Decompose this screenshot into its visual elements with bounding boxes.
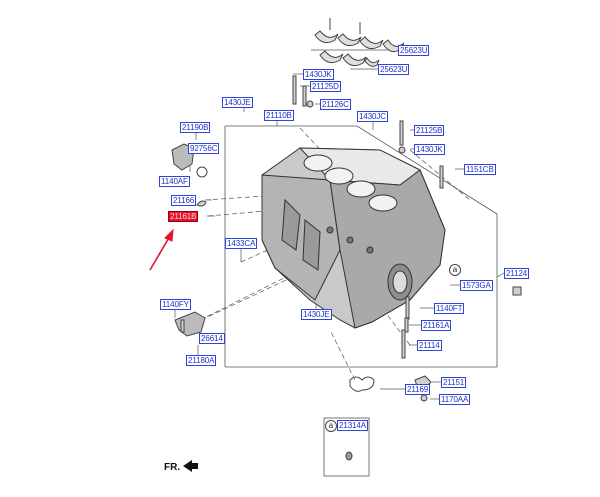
label-21161a[interactable]: 21161A xyxy=(421,320,452,331)
fr-arrow xyxy=(183,460,198,472)
label-26614[interactable]: 26614 xyxy=(199,333,225,344)
label-1140fy[interactable]: 1140FY xyxy=(160,299,191,310)
label-21114[interactable]: 21114 xyxy=(417,340,442,351)
detail-box xyxy=(323,417,370,477)
label-1151cb[interactable]: 1151CB xyxy=(464,164,496,175)
label-1430jk-top[interactable]: 1430JK xyxy=(303,69,334,80)
label-92756c[interactable]: 92756C xyxy=(188,143,220,154)
label-1430jk[interactable]: 1430JK xyxy=(414,144,445,155)
label-1430je-top[interactable]: 1430JE xyxy=(222,97,253,108)
label-25623u-top[interactable]: 25623U xyxy=(398,45,430,56)
label-1430je[interactable]: 1430JE xyxy=(301,309,332,320)
label-21190b[interactable]: 21190B xyxy=(180,122,211,133)
label-21124[interactable]: 21124 xyxy=(504,268,530,279)
label-1433ca[interactable]: 1433CA xyxy=(225,238,258,249)
label-21110b[interactable]: 21110B xyxy=(264,110,294,121)
label-21166[interactable]: 21166 xyxy=(171,195,197,206)
red-arrow xyxy=(149,228,174,271)
detail-plug xyxy=(345,451,353,461)
bearing-shells xyxy=(314,18,405,67)
label-21151[interactable]: 21151 xyxy=(441,377,467,388)
label-21126c[interactable]: 21126C xyxy=(320,99,351,110)
label-1430jc[interactable]: 1430JC xyxy=(357,111,388,122)
label-21314a[interactable]: 21314A xyxy=(337,420,368,431)
front-direction-label: FR. xyxy=(164,462,181,473)
callout-a-detail: a xyxy=(325,420,337,432)
label-21125b[interactable]: 21125B xyxy=(414,125,445,136)
label-1170aa[interactable]: 1170AA xyxy=(439,394,471,405)
label-21180a[interactable]: 21180A xyxy=(186,355,217,366)
label-21161b[interactable]: 21161B xyxy=(168,211,199,222)
label-1140af[interactable]: 1140AF xyxy=(159,176,190,187)
label-21125d[interactable]: 21125D xyxy=(310,81,341,92)
engine-block xyxy=(261,147,446,329)
callout-a-main: a xyxy=(449,264,461,276)
label-21169[interactable]: 21169 xyxy=(405,384,431,395)
label-25623u[interactable]: 25623U xyxy=(378,64,410,75)
label-1140ft[interactable]: 1140FT xyxy=(434,303,465,314)
label-1573ga[interactable]: 1573GA xyxy=(460,280,493,291)
